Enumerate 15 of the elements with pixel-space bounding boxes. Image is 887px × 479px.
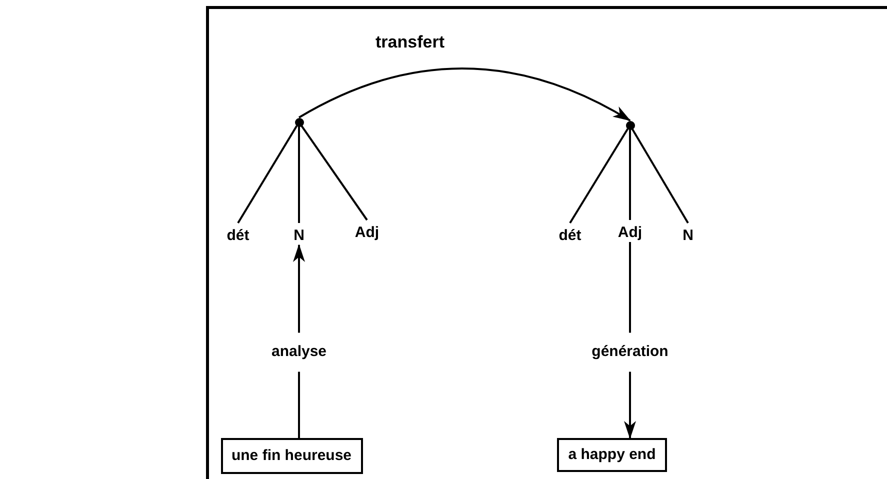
category-label: N [680,227,696,245]
category-label: dét [222,227,254,245]
tree-branch-line [629,130,631,220]
category-label: Adj [351,224,383,242]
tree-branch-line [631,128,689,224]
sentence-box: a happy end [557,438,667,472]
arrow [298,68,631,122]
category-label: N [291,227,307,245]
tree-branch-line [298,126,300,223]
tree-branch-line [300,125,368,221]
tree-branch-line [237,125,298,224]
tree-branch-line [569,128,629,224]
category-label: Adj [614,224,646,242]
sentence-box: une fin heureuse [220,438,362,474]
category-label: dét [554,227,586,245]
